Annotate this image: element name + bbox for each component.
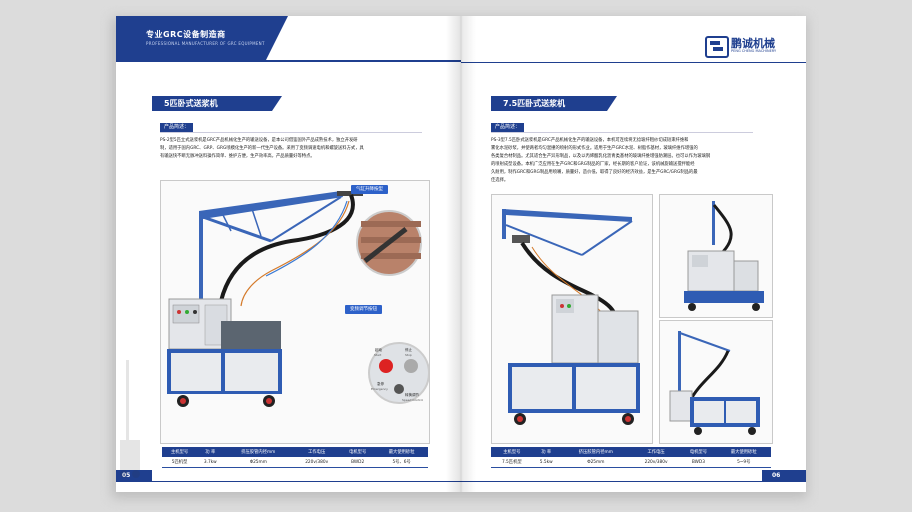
left-page: 专业GRC设备制造商 PROFESSIONAL MANUFACTURER OF …	[116, 16, 461, 492]
panel-label: 转换调节	[405, 393, 419, 397]
spec-header-row: 主机型号 功 率 挤压胶管内径mm 工作电压 电机型号 最大使用砂粒	[491, 447, 771, 457]
product-description: PS-3型7.5匹卧式送浆机是GRC产品机械化生产的输送设备，本机可连续将无捻玻…	[491, 137, 761, 185]
desc-tag: 产品简述：	[491, 123, 525, 132]
product-photo-5hp: 气缸升降按型 变频调节按钮 起动 Start 停止 Stop 急停 Emerge…	[160, 180, 430, 444]
desc-line: 久耐用，制作GRC和GRG制品用喷嘴，质量好，造价低，取得了良好的经济效益，是生…	[491, 170, 698, 175]
product-photo-main	[491, 194, 653, 444]
spec-header: 最大使用砂粒	[375, 447, 428, 457]
spec-value: 5.5kw	[532, 457, 560, 468]
spec-header: 挤压胶管内径mm	[559, 447, 632, 457]
spec-header: 工作电压	[293, 447, 341, 457]
spec-header: 最大使用砂粒	[716, 447, 771, 457]
spec-value: 220v/380v	[293, 457, 341, 468]
desc-line: 雾化水泥砂浆，并使两者均匀混撞的喷射的形式作业。适用于生产GRC水泥、树脂作基材…	[491, 146, 698, 151]
callout-cylinder-lift: 气缸升降按型	[351, 185, 388, 194]
header-subtitle: PROFESSIONAL MANUFACTURER OF GRC EQUIPME…	[146, 41, 265, 46]
panel-label: Speed Control	[402, 398, 424, 402]
section-title-rule	[491, 110, 607, 111]
spec-header: 电机型号	[340, 447, 376, 457]
callout-vfd-button: 变频调节按钮	[345, 305, 382, 314]
spec-header: 挤压胶管内径mm	[223, 447, 294, 457]
desc-line: 各类复合材制品。尤其适合生产异形制品，以及以丙烯酸乳化沥青类基材的玻璃纤维增强防…	[491, 154, 711, 159]
page-number: 05	[116, 470, 152, 482]
spec-value-row: 7.5匹机型 5.5kw Φ25mm 220v/380v BWD3 5~9号	[491, 457, 771, 468]
product-description: PS-2型5匹立式送浆机是GRC产品机械化生产的输送设备，是本公司借鉴国外产品成…	[160, 137, 430, 161]
right-page: 鹏诚机械 PENG CHENG MACHINERY 7.5匹卧式送浆机 产品简述…	[461, 16, 806, 492]
section-title: 5匹卧式送浆机	[152, 96, 282, 111]
footer-rule	[461, 481, 766, 482]
spec-table: 主机型号 功 率 挤压胶管内径mm 工作电压 电机型号 最大使用砂粒 7.5匹机…	[491, 447, 771, 468]
header-rule	[461, 62, 806, 63]
desc-tag-rule	[491, 132, 753, 133]
spec-value-row: 5匹机型 3.7kw Φ25mm 220v/380v BWD2 5号、6号	[162, 457, 428, 468]
machine-illustration	[684, 201, 764, 311]
desc-line: 佳选择。	[491, 178, 509, 183]
spec-value: 220v/380v	[631, 457, 681, 468]
product-photo-front	[659, 320, 773, 444]
desc-line: 有输送快不断无脉冲送料操作简单、维护方便，生产效率高，产品质量好等特点。	[160, 154, 315, 159]
desc-line: PS-3型7.5匹卧式送浆机是GRC产品机械化生产的输送设备，本机可连续将无捻玻…	[491, 138, 689, 143]
spec-value: 5匹机型	[162, 457, 198, 468]
section-title: 7.5匹卧式送浆机	[491, 96, 617, 111]
spec-header: 工作电压	[631, 447, 681, 457]
panel-label: 停止	[405, 348, 412, 352]
machine-illustration	[669, 331, 760, 435]
spec-header: 功 率	[197, 447, 224, 457]
panel-label: 起动	[375, 348, 382, 352]
spec-header: 主机型号	[491, 447, 533, 457]
spec-value: 3.7kw	[197, 457, 224, 468]
section-title-rule	[152, 110, 272, 111]
header-band	[116, 16, 266, 60]
desc-line: PS-2型5匹立式送浆机是GRC产品机械化生产的输送设备，是本公司借鉴国外产品成…	[160, 138, 358, 143]
spec-value: BWD2	[340, 457, 376, 468]
spec-header-row: 主机型号 功 率 挤压胶管内径mm 工作电压 电机型号 最大使用砂粒	[162, 447, 428, 457]
desc-tag: 产品简述：	[160, 123, 194, 132]
logo-icon	[705, 36, 729, 58]
header-title: 专业GRC设备制造商	[146, 30, 226, 39]
machine-illustration	[167, 191, 429, 407]
desc-tag-rule	[160, 132, 422, 133]
product-photo-side	[659, 194, 773, 318]
spec-value: Φ25mm	[559, 457, 632, 468]
machine-watermark	[120, 360, 140, 478]
desc-line: 制，适用于国内GRC、GRP、GRG喷模化生产的新一代生产设备。采用了变频调速电…	[160, 146, 364, 151]
spec-table: 主机型号 功 率 挤压胶管内径mm 工作电压 电机型号 最大使用砂粒 5匹机型 …	[162, 447, 428, 468]
machine-illustration	[502, 209, 640, 425]
footer-rule	[152, 481, 461, 482]
page-number: 06	[762, 470, 806, 482]
header-rule	[116, 60, 461, 62]
panel-label: Start	[374, 353, 382, 357]
spec-header: 电机型号	[680, 447, 717, 457]
spec-value: 7.5匹机型	[491, 457, 533, 468]
spec-value: 5~9号	[716, 457, 771, 468]
desc-line: 的喷射成型设备。本机广泛应用在生产GRC和GRG制品的厂家，经长期的客户验证，该…	[491, 162, 695, 167]
header-band-cut	[266, 16, 288, 60]
panel-label: Emergency	[371, 387, 388, 391]
panel-label: Stop	[405, 353, 412, 357]
spec-value: Φ25mm	[223, 457, 294, 468]
panel-label: 急停	[377, 382, 384, 386]
spec-header: 功 率	[532, 447, 560, 457]
spec-value: 5号、6号	[375, 457, 428, 468]
spec-header: 主机型号	[162, 447, 198, 457]
logo-english: PENG CHENG MACHINERY	[731, 49, 777, 53]
spec-value: BWD3	[680, 457, 717, 468]
logo-name: 鹏诚机械	[731, 37, 775, 50]
